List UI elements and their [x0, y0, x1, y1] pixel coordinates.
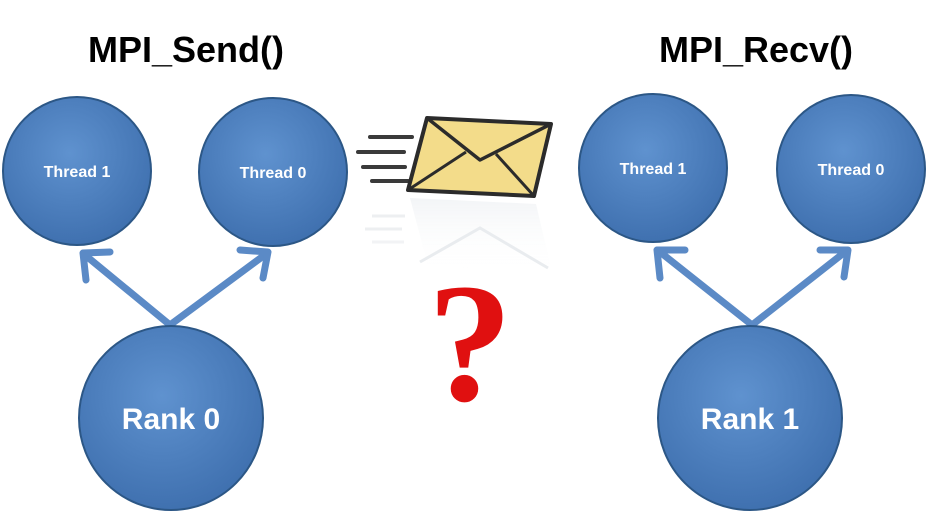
rank0-node: Rank 0: [78, 325, 264, 511]
rank0-label: Rank 0: [122, 403, 220, 436]
receiver-thread0-label: Thread 0: [818, 162, 885, 179]
speed-lines: [356, 135, 414, 183]
receiver-thread1-node: Thread 1: [578, 93, 728, 243]
sender-thread1-label: Thread 1: [44, 164, 111, 181]
envelope-icon: [406, 116, 553, 198]
arrow-rank0-thread1: [79, 248, 174, 329]
sender-arrows: [79, 246, 272, 329]
receiver-thread1-label: Thread 1: [620, 161, 687, 178]
receiver-arrows: [653, 246, 852, 329]
rank1-label: Rank 1: [701, 403, 799, 436]
recv-title: MPI_Recv(): [659, 29, 853, 70]
receiver-thread0-node: Thread 0: [776, 94, 926, 244]
envelope-reflection: [365, 198, 552, 272]
rank1-node: Rank 1: [657, 325, 843, 511]
sender-thread1-node: Thread 1: [2, 96, 152, 246]
arrow-rank1-thread0: [748, 246, 852, 329]
question-mark: ?: [428, 249, 513, 437]
send-title: MPI_Send(): [88, 29, 284, 70]
sender-thread0-label: Thread 0: [240, 165, 307, 182]
arrow-rank0-thread0: [166, 246, 272, 329]
sender-thread0-node: Thread 0: [198, 97, 348, 247]
arrow-rank1-thread1: [653, 246, 756, 329]
